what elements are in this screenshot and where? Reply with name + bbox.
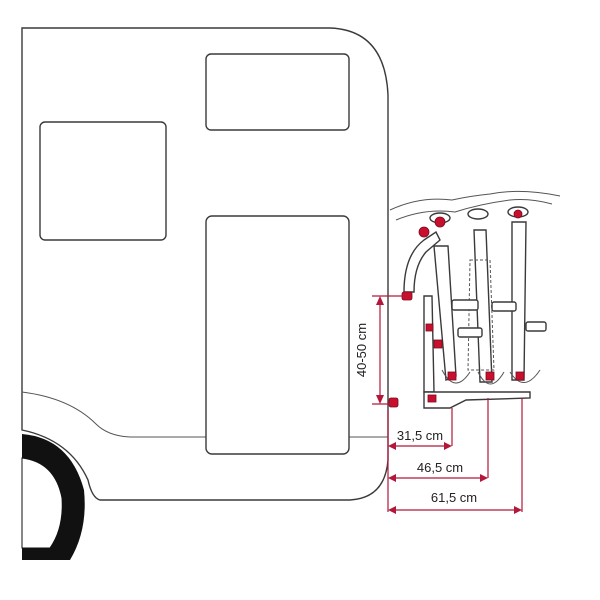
dimension-depths: 31,5 cm 46,5 cm 61,5 cm	[387, 398, 523, 514]
bike-frame-3	[511, 221, 527, 381]
height-range-label: 40-50 cm	[354, 323, 369, 377]
camper-door-panel	[205, 215, 350, 455]
depth-arrow-3b	[514, 506, 522, 514]
rack-clamp-2	[425, 323, 434, 332]
bike-wheel-arc-3	[509, 369, 541, 383]
rack-clamp-5	[485, 371, 495, 381]
camper-vehicle	[21, 27, 389, 560]
bike-frame-1	[433, 245, 457, 381]
camper-window-top	[205, 53, 350, 131]
depth-arrow-2b	[480, 474, 488, 482]
depth-label-2: 46,5 cm	[417, 460, 463, 475]
bike-wheel-arc-2	[477, 371, 505, 385]
rack-clamp-1	[433, 339, 443, 349]
bike-pedal-3	[491, 301, 517, 312]
depth-label-3: 61,5 cm	[431, 490, 477, 505]
height-arrow-bottom	[376, 395, 384, 404]
bike-pedal-4	[525, 321, 547, 332]
camper-window-left	[39, 121, 167, 241]
camper-wheel	[21, 434, 85, 560]
bike-wheel-arc-1	[441, 369, 471, 384]
mount-point-bottom	[388, 397, 399, 408]
rack-upright	[423, 295, 435, 393]
bike-rack-assembly	[388, 190, 561, 409]
bike-seat-2	[467, 208, 489, 220]
rack-base-tray	[423, 391, 531, 409]
rack-knob-3	[513, 209, 523, 219]
wheel-rim	[21, 457, 63, 549]
rack-frame	[403, 230, 441, 293]
bike-handlebars-2	[395, 199, 553, 221]
depth-arrow-3a	[388, 506, 396, 514]
depth-label-1: 31,5 cm	[397, 428, 443, 443]
depth-arrow-2a	[388, 474, 396, 482]
rack-knob-1	[418, 226, 430, 238]
bike-pedal-2	[457, 327, 483, 338]
depth-arrow-1b	[444, 442, 452, 450]
rack-clamp-3	[427, 394, 437, 403]
rack-knob-2	[434, 216, 446, 228]
rack-clamp-4	[447, 371, 457, 381]
bike-handlebars	[389, 190, 561, 211]
dimension-height: 40-50 cm	[354, 295, 404, 405]
bike-pedal-1	[451, 299, 479, 311]
camper-skirt-line	[21, 391, 388, 438]
height-arrow-top	[376, 296, 384, 305]
rack-clamp-6	[515, 371, 525, 381]
depth-arrow-1a	[388, 442, 396, 450]
